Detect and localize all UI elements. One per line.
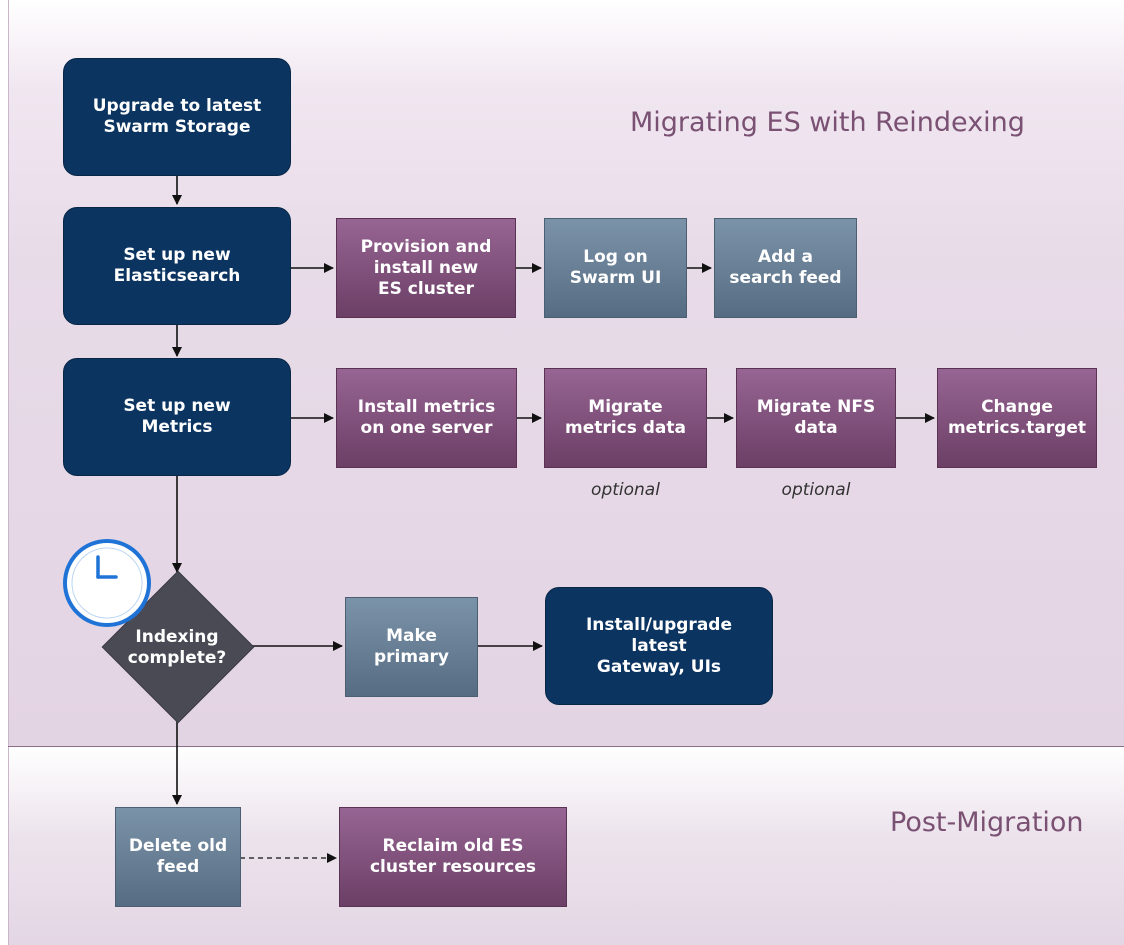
section-title-post-migration: Post-Migration	[890, 807, 1084, 838]
node-install-upgrade-gateway-label: Install/upgrade latest Gateway, UIs	[585, 614, 732, 677]
node-provision-es-cluster: Provision and install new ES cluster	[336, 218, 516, 318]
decision-indexing-complete-label: Indexing complete?	[127, 627, 227, 668]
node-add-search-feed: Add a search feed	[714, 218, 857, 318]
node-change-metrics-target: Change metrics.target	[937, 368, 1097, 468]
node-reclaim-es-resources-label: Reclaim old ES cluster resources	[369, 836, 536, 877]
node-setup-metrics-label: Set up new Metrics	[123, 396, 231, 437]
node-install-metrics-label: Install metrics on one server	[357, 397, 496, 438]
left-border	[8, 0, 9, 945]
clock-icon	[63, 539, 151, 627]
node-migrate-nfs-data: Migrate NFS data	[736, 368, 896, 468]
node-migrate-metrics-data-label: Migrate metrics data	[565, 397, 686, 438]
node-setup-elasticsearch-label: Set up new Elasticsearch	[113, 245, 241, 286]
node-migrate-nfs-data-label: Migrate NFS data	[756, 397, 876, 438]
node-log-on-swarm-ui: Log on Swarm UI	[544, 218, 687, 318]
node-reclaim-es-resources: Reclaim old ES cluster resources	[339, 807, 567, 907]
decision-indexing-complete: Indexing complete?	[101, 612, 253, 684]
node-make-primary: Make primary	[345, 597, 478, 697]
node-make-primary-label: Make primary	[373, 626, 450, 667]
node-setup-metrics: Set up new Metrics	[63, 358, 291, 476]
node-delete-old-feed: Delete old feed	[115, 807, 241, 907]
node-upgrade-swarm-storage: Upgrade to latest Swarm Storage	[63, 58, 291, 176]
node-log-on-swarm-ui-label: Log on Swarm UI	[569, 247, 662, 288]
node-upgrade-swarm-storage-label: Upgrade to latest Swarm Storage	[92, 96, 262, 137]
node-setup-elasticsearch: Set up new Elasticsearch	[63, 207, 291, 325]
section-divider	[8, 746, 1124, 747]
node-migrate-metrics-data: Migrate metrics data	[544, 368, 707, 468]
node-change-metrics-target-label: Change metrics.target	[947, 397, 1087, 438]
node-provision-es-cluster-label: Provision and install new ES cluster	[360, 236, 492, 299]
node-delete-old-feed-label: Delete old feed	[128, 836, 228, 877]
section-title-migrating: Migrating ES with Reindexing	[630, 107, 1025, 138]
node-install-metrics: Install metrics on one server	[336, 368, 517, 468]
note-migrate-metrics-optional: optional	[591, 480, 660, 500]
node-install-upgrade-gateway: Install/upgrade latest Gateway, UIs	[545, 587, 773, 705]
node-add-search-feed-label: Add a search feed	[729, 247, 842, 288]
note-migrate-nfs-optional: optional	[781, 480, 851, 500]
